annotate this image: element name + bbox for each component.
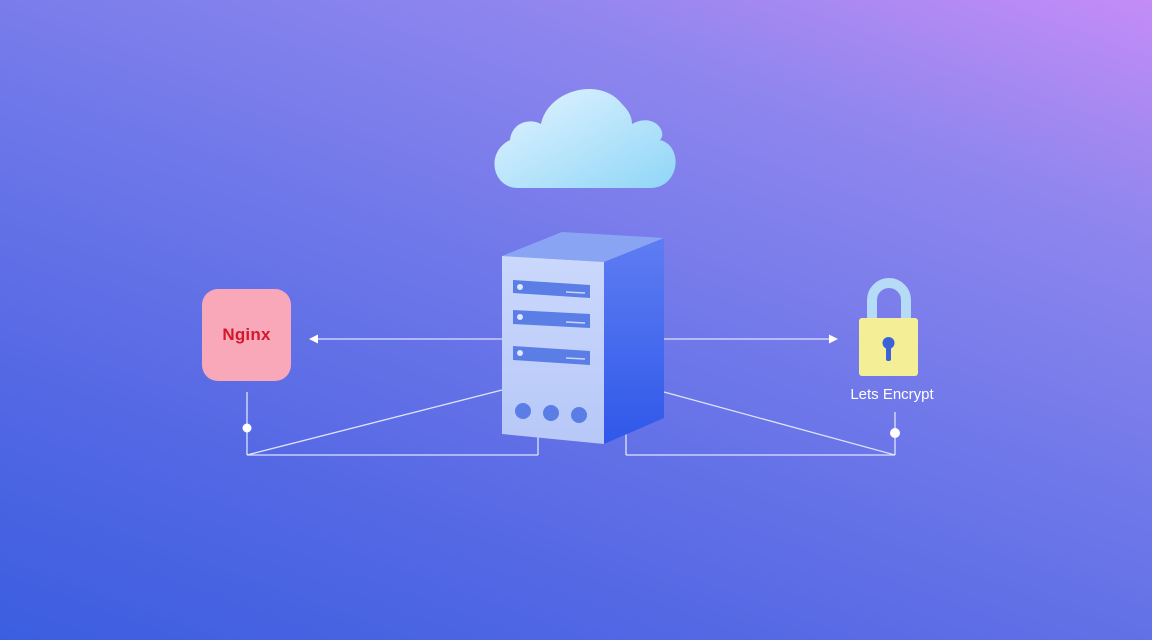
padlock-icon bbox=[859, 278, 918, 376]
left-diagonal-line bbox=[246, 389, 503, 456]
padlock-shackle bbox=[867, 278, 911, 322]
arrowhead-right bbox=[829, 334, 838, 344]
drive-bay-2 bbox=[513, 310, 590, 328]
server-indicator-1 bbox=[515, 403, 531, 419]
server-icon bbox=[502, 232, 664, 444]
arrowhead-left bbox=[309, 334, 318, 344]
right-diagonal-line bbox=[663, 391, 896, 456]
server-indicator-3 bbox=[571, 407, 587, 423]
drive-bay-1 bbox=[513, 280, 590, 298]
nginx-label: Nginx bbox=[222, 325, 271, 344]
server-side bbox=[604, 238, 664, 444]
drive-bay-3 bbox=[513, 346, 590, 365]
server-indicator-2 bbox=[543, 405, 559, 421]
nginx-junction-dot bbox=[242, 423, 252, 433]
server-top bbox=[502, 232, 664, 262]
nginx-box bbox=[202, 289, 291, 381]
lock-junction-dot bbox=[890, 428, 900, 438]
lets-encrypt-label: Lets Encrypt bbox=[850, 386, 934, 403]
connector-endpoints bbox=[242, 334, 900, 438]
cloud-icon bbox=[494, 89, 676, 188]
connector-lines bbox=[246, 338, 896, 456]
